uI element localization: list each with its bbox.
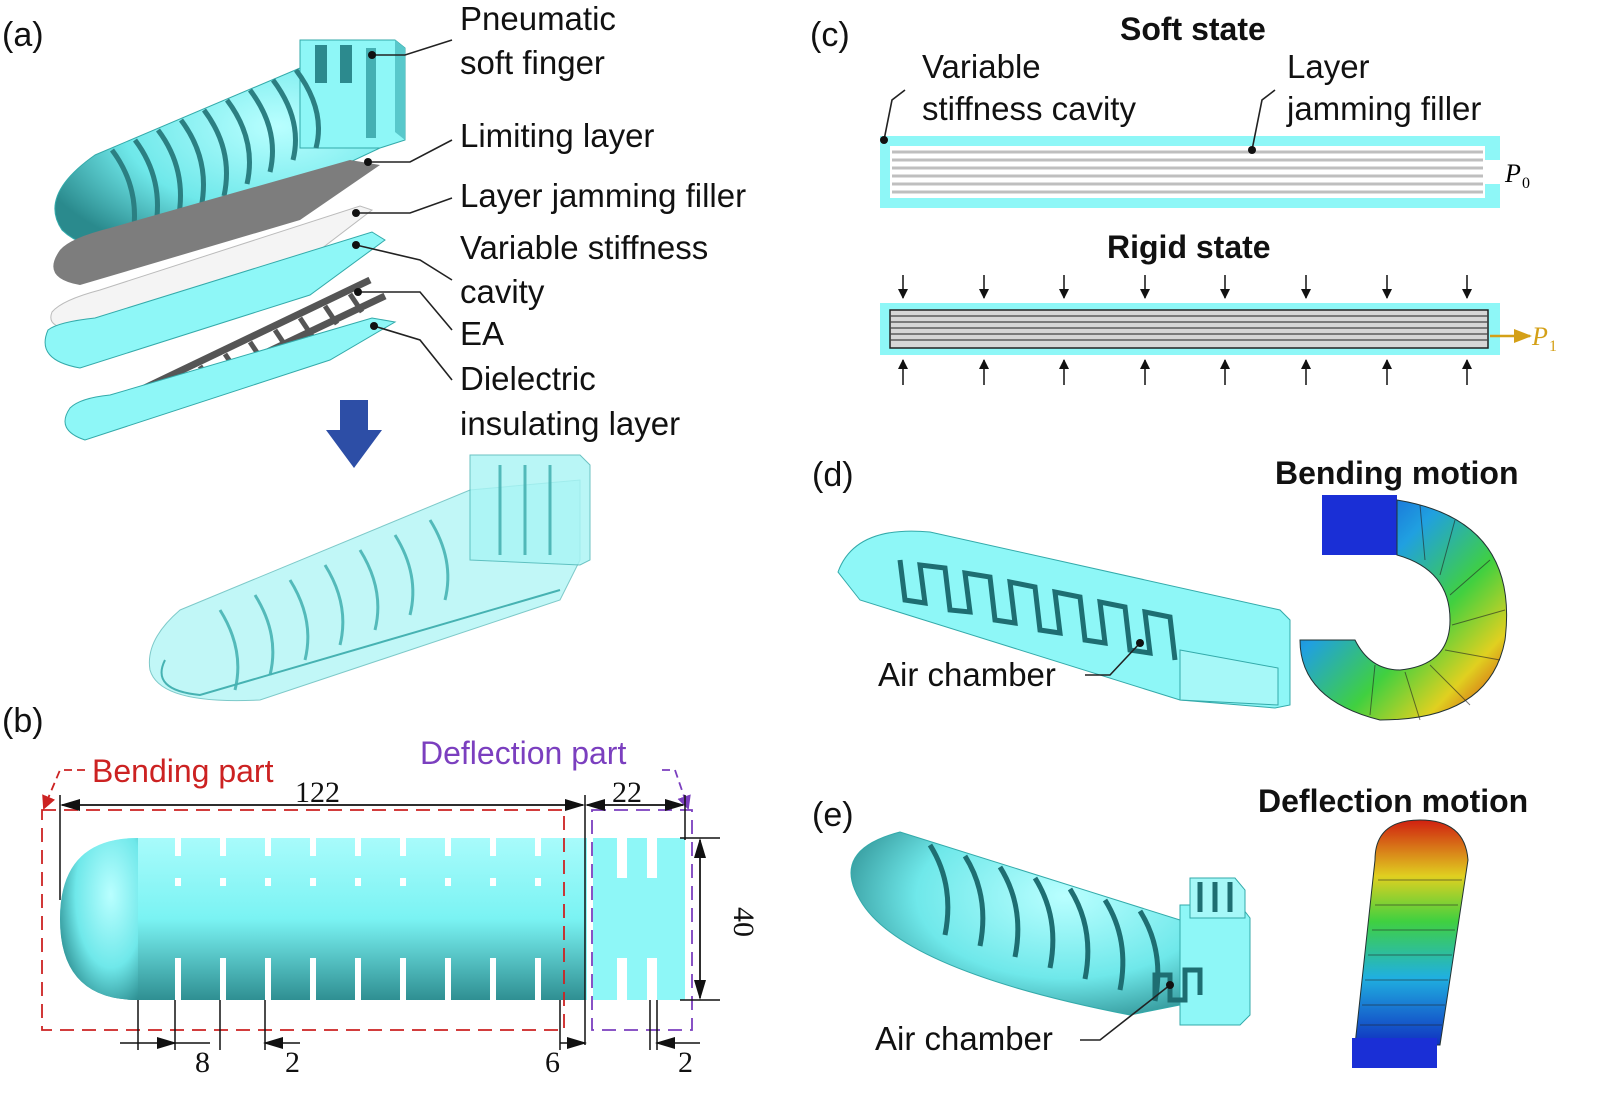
panel-label-a: (a): [2, 16, 44, 54]
deflection-part-box: [591, 809, 693, 1031]
soft-state-cavity: [880, 136, 1500, 208]
label-variable: Variable: [922, 48, 1041, 85]
rigid-state-cavity: [880, 303, 1500, 355]
deflection-motion-title: Deflection motion: [1258, 783, 1528, 819]
assembly-arrow-icon: [326, 400, 382, 468]
label-layer: Layer: [1287, 48, 1370, 85]
p1-label: P 1: [1531, 322, 1557, 355]
pneumatic-soft-finger-part: [54, 39, 406, 251]
label-layer-jamming-filler: Layer jamming filler: [460, 177, 746, 214]
bending-air-chamber-label: Air chamber: [878, 656, 1056, 693]
layer-jamming-filler-part: [50, 205, 374, 329]
p0-label: P 0: [1504, 159, 1530, 192]
label-dielectric: Dielectric: [460, 360, 596, 397]
label-limiting-layer: Limiting layer: [460, 117, 654, 154]
panel-label-d: (d): [812, 456, 854, 494]
dim-122: 122: [295, 776, 340, 809]
bending-motion-panel: Bending motion Air chamber: [837, 455, 1519, 721]
dimension-drawing: Bending part Deflection part: [41, 735, 760, 1079]
svg-text:P: P: [1504, 159, 1521, 188]
pressure-arrows: [898, 275, 1472, 385]
label-cavity: cavity: [460, 273, 545, 310]
dielectric-insulating-layer-part: [64, 317, 397, 441]
deflection-part-label: Deflection part: [420, 735, 626, 771]
soft-state-title: Soft state: [1120, 11, 1266, 47]
label-variable-stiffness: Variable stiffness: [460, 229, 708, 266]
label-stiffness-cavity: stiffness cavity: [922, 90, 1136, 127]
stiffness-states: Soft state Variable stiffness cavity Lay…: [880, 11, 1557, 385]
deflection-simulation: [1352, 819, 1469, 1068]
panel-label-c: (c): [810, 16, 850, 54]
bending-part-label: Bending part: [92, 753, 274, 789]
dim-2-gap: 2: [285, 1046, 300, 1079]
label-insulating-layer: insulating layer: [460, 405, 680, 442]
variable-stiffness-cavity-part: [44, 231, 386, 369]
label-pneumatic: Pneumatic: [460, 0, 616, 37]
panel-label-e: (e): [812, 796, 854, 834]
deflection-air-chamber-label: Air chamber: [875, 1020, 1053, 1057]
rigid-state-title: Rigid state: [1107, 229, 1271, 265]
limiting-layer-part: [53, 160, 380, 285]
label-jamming-filler: jamming filler: [1286, 90, 1481, 127]
bending-part-box: [41, 809, 565, 1031]
bending-section-model: [837, 530, 1291, 709]
svg-text:0: 0: [1522, 175, 1530, 192]
bending-motion-title: Bending motion: [1275, 455, 1519, 491]
deflection-motion-panel: Deflection motion Air chamber: [850, 783, 1528, 1068]
dim-40: 40: [727, 907, 760, 937]
dim-2-slot: 2: [678, 1046, 693, 1079]
panel-label-b: (b): [2, 702, 44, 740]
dim-6: 6: [545, 1046, 560, 1079]
bending-simulation: [1299, 495, 1508, 721]
label-soft-finger: soft finger: [460, 44, 605, 81]
svg-text:P: P: [1531, 322, 1548, 351]
exploded-view: Pneumatic soft finger Limiting layer Lay…: [44, 0, 746, 702]
dim-8: 8: [195, 1046, 210, 1079]
svg-text:1: 1: [1549, 338, 1557, 355]
dim-22: 22: [612, 776, 642, 809]
assembled-finger: [148, 454, 591, 702]
label-ea: EA: [460, 315, 504, 352]
